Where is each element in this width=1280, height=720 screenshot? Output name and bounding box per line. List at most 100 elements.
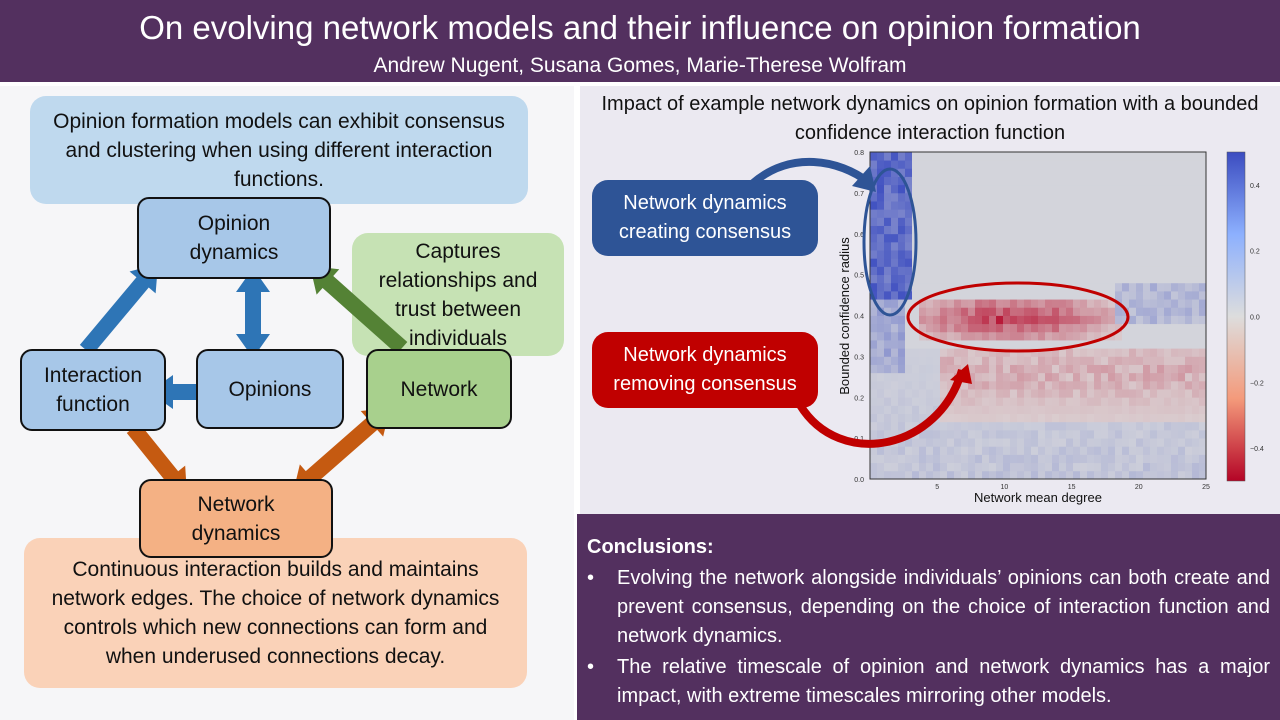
interaction-function-node: Interaction function: [20, 349, 166, 431]
heatmap-cell: [996, 470, 1004, 480]
heatmap-cell: [898, 340, 906, 349]
heatmap-cell: [1108, 250, 1116, 259]
heatmap-cell: [1080, 413, 1088, 423]
heatmap-cell: [1199, 380, 1207, 390]
heatmap-cell: [1164, 258, 1172, 267]
heatmap-cell: [1052, 446, 1060, 455]
heatmap-cell: [891, 340, 899, 349]
heatmap-cell: [877, 233, 885, 243]
heatmap-cell: [898, 348, 906, 357]
heatmap-cell: [1101, 258, 1109, 267]
heatmap-cell: [1178, 258, 1186, 267]
heatmap-cell: [982, 429, 990, 439]
heatmap-cell: [933, 233, 941, 243]
heatmap-cell: [1185, 372, 1193, 382]
heatmap-cell: [1136, 372, 1144, 382]
heatmap-cell: [1101, 372, 1109, 382]
heatmap-cell: [996, 323, 1004, 333]
heatmap-cell: [1192, 323, 1200, 333]
heatmap-cell: [1185, 290, 1193, 300]
heatmap-cell: [996, 446, 1004, 455]
heatmap-cell: [877, 372, 885, 382]
heatmap-cell: [933, 258, 941, 267]
heatmap-cell: [940, 266, 948, 276]
heatmap-cell: [1199, 462, 1207, 472]
heatmap-cell: [975, 250, 983, 259]
heatmap-cell: [919, 225, 927, 235]
heatmap-cell: [1045, 274, 1053, 284]
heatmap-cell: [919, 462, 927, 472]
heatmap-cell: [954, 315, 962, 325]
heatmap-cell: [891, 462, 899, 472]
heatmap-cell: [905, 348, 913, 357]
heatmap-cell: [1178, 462, 1186, 472]
heatmap-cell: [933, 241, 941, 251]
heatmap-cell: [1024, 315, 1032, 325]
heatmap-cell: [905, 462, 913, 472]
heatmap-cell: [877, 201, 885, 210]
heatmap-cell: [1157, 340, 1165, 349]
heatmap-cell: [940, 372, 948, 382]
heatmap-cell: [905, 160, 913, 169]
heatmap-cell: [1199, 152, 1207, 161]
heatmap-cell: [870, 274, 878, 284]
heatmap-cell: [1024, 217, 1032, 226]
heatmap-cell: [1171, 315, 1179, 325]
heatmap-cell: [1010, 217, 1018, 226]
heatmap-cell: [884, 217, 892, 226]
heatmap-cell: [1185, 217, 1193, 226]
heatmap-cell: [1143, 470, 1151, 480]
heatmap-cell: [933, 380, 941, 390]
heatmap-cell: [1129, 307, 1137, 316]
heatmap-cell: [1031, 429, 1039, 439]
heatmap-cell: [891, 405, 899, 415]
heatmap-cell: [1017, 168, 1025, 177]
heatmap-cell: [940, 176, 948, 186]
consensus-pointer-arrow: [749, 158, 871, 188]
heatmap-cell: [940, 209, 948, 218]
heatmap-cell: [940, 413, 948, 423]
heatmap-cell: [1080, 184, 1088, 194]
heatmap-cell: [1171, 282, 1179, 292]
heatmap-cell: [1101, 184, 1109, 194]
heatmap-cell: [1143, 454, 1151, 464]
heatmap-cell: [1115, 372, 1123, 382]
heatmap-cell: [1052, 462, 1060, 472]
heatmap-cell: [1094, 380, 1102, 390]
heatmap-cell: [1003, 340, 1011, 349]
heatmap-cell: [1150, 364, 1158, 374]
heatmap-cell: [933, 225, 941, 235]
heatmap-cell: [884, 258, 892, 267]
heatmap-cell: [1164, 307, 1172, 316]
conclusions-list: • Evolving the network alongside individ…: [587, 564, 1270, 713]
heatmap-cell: [1066, 266, 1074, 276]
heatmap-cells: [870, 152, 1207, 480]
heatmap-cell: [1178, 372, 1186, 382]
heatmap-cell: [1010, 323, 1018, 333]
heatmap-cell: [989, 405, 997, 415]
heatmap-cell: [1122, 274, 1130, 284]
heatmap-cell: [1136, 438, 1144, 447]
heatmap-cell: [1178, 413, 1186, 423]
heatmap-cell: [1010, 282, 1018, 292]
heatmap-cell: [1087, 299, 1095, 308]
heatmap-cell: [1150, 217, 1158, 226]
heatmap-cell: [1066, 405, 1074, 415]
heatmap-cell: [982, 307, 990, 316]
heatmap-cell: [1136, 225, 1144, 235]
heatmap-cell: [1073, 454, 1081, 464]
heatmap-cell: [1066, 462, 1074, 472]
heatmap-cell: [1094, 462, 1102, 472]
heatmap-cell: [1087, 192, 1095, 202]
heatmap-cell: [870, 470, 878, 480]
heatmap-cell: [947, 176, 955, 186]
heatmap-cell: [968, 241, 976, 251]
heatmap-cell: [1115, 405, 1123, 415]
heatmap-cell: [1122, 201, 1130, 210]
y-tick-label: 0.0: [854, 477, 864, 484]
heatmap-cell: [975, 348, 983, 357]
heatmap-cell: [1143, 405, 1151, 415]
heatmap-cell: [968, 340, 976, 349]
heatmap-cell: [1199, 315, 1207, 325]
heatmap-cell: [1178, 266, 1186, 276]
